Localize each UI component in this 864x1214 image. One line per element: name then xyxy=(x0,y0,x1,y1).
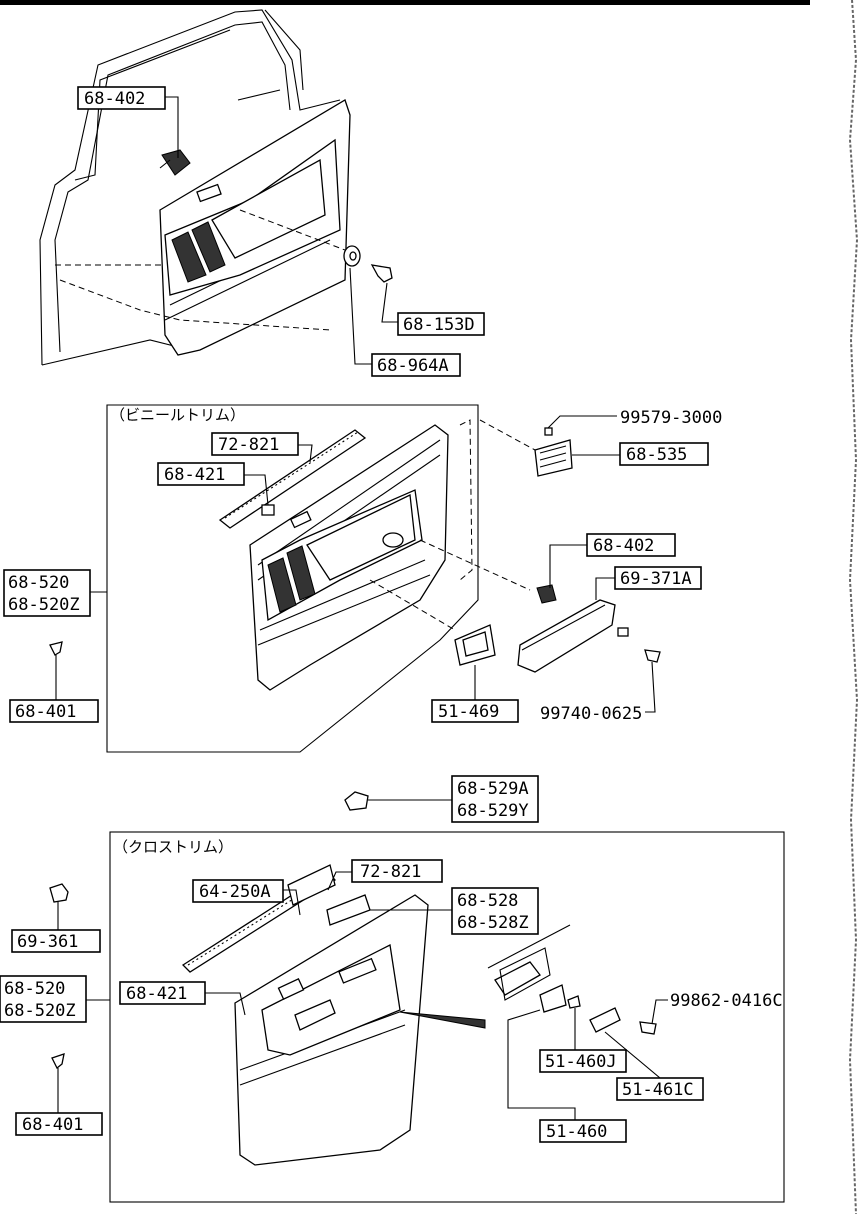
label-68-528: 68-528 xyxy=(457,891,518,911)
label-99579-3000: 99579-3000 xyxy=(620,408,722,428)
label-68-520-a: 68-520 xyxy=(8,573,69,593)
label-68-529Y: 68-529Y xyxy=(457,801,529,821)
label-68-528Z: 68-528Z xyxy=(457,913,529,933)
leader-68-402-top xyxy=(165,96,179,158)
label-72-821-a: 72-821 xyxy=(218,435,279,455)
label-51-460: 51-460 xyxy=(546,1122,607,1142)
leader-99740 xyxy=(645,661,656,713)
vinyl-panel-assembly xyxy=(218,419,661,691)
cloth-trim-frame xyxy=(109,831,785,1203)
label-51-461C: 51-461C xyxy=(622,1080,694,1100)
label-99862-0416C: 99862-0416C xyxy=(670,991,783,1011)
leader-68-421-a xyxy=(244,474,269,506)
label-51-460J: 51-460J xyxy=(545,1052,617,1072)
leader-51-460 xyxy=(507,1009,576,1120)
label-68-401-a: 68-401 xyxy=(15,702,76,722)
label-68-964A: 68-964A xyxy=(377,356,449,376)
door-assembly-top xyxy=(39,9,393,366)
leader-68-964A xyxy=(349,267,372,365)
label-69-371A: 69-371A xyxy=(620,569,692,589)
leader-99579 xyxy=(547,415,617,429)
leader-72-821-a xyxy=(298,444,313,463)
label-99740-0625: 99740-0625 xyxy=(540,704,642,724)
label-64-250A: 64-250A xyxy=(199,882,271,902)
label-69-361: 69-361 xyxy=(17,932,78,952)
label-68-535: 68-535 xyxy=(626,445,687,465)
leader-64-250A xyxy=(283,889,301,916)
label-68-520Z-a: 68-520Z xyxy=(8,595,80,615)
label-68-153D: 68-153D xyxy=(403,315,475,335)
torn-edge xyxy=(848,0,859,1214)
label-68-520-b: 68-520 xyxy=(4,979,65,999)
label-51-469: 51-469 xyxy=(438,702,499,722)
leader-68-153D xyxy=(381,282,398,323)
label-68-529A: 68-529A xyxy=(457,779,529,799)
clip-69-361 xyxy=(49,883,69,903)
clip-68-529 xyxy=(344,791,369,811)
label-68-421-b: 68-421 xyxy=(126,984,187,1004)
leader-99862 xyxy=(651,999,668,1025)
clip-68-401-a xyxy=(49,641,63,656)
label-68-402-top: 68-402 xyxy=(84,89,145,109)
top-border xyxy=(0,0,810,5)
label-72-821-b: 72-821 xyxy=(360,862,421,882)
vinyl-trim-title: （ビニールトリム） xyxy=(110,406,245,424)
leader-68-421-b xyxy=(205,992,246,1016)
label-68-520Z-b: 68-520Z xyxy=(4,1001,76,1021)
clip-68-401-b xyxy=(51,1053,65,1070)
label-68-421-a: 68-421 xyxy=(164,465,225,485)
leader-68-402-mid xyxy=(549,544,587,588)
vinyl-trim-frame xyxy=(106,404,479,753)
leader-72-821-b xyxy=(327,871,352,891)
cloth-trim-title: （クロストリム） xyxy=(113,838,233,856)
label-68-401-b: 68-401 xyxy=(22,1115,83,1135)
label-68-402-mid: 68-402 xyxy=(593,536,654,556)
leader-69-371A xyxy=(595,577,615,600)
